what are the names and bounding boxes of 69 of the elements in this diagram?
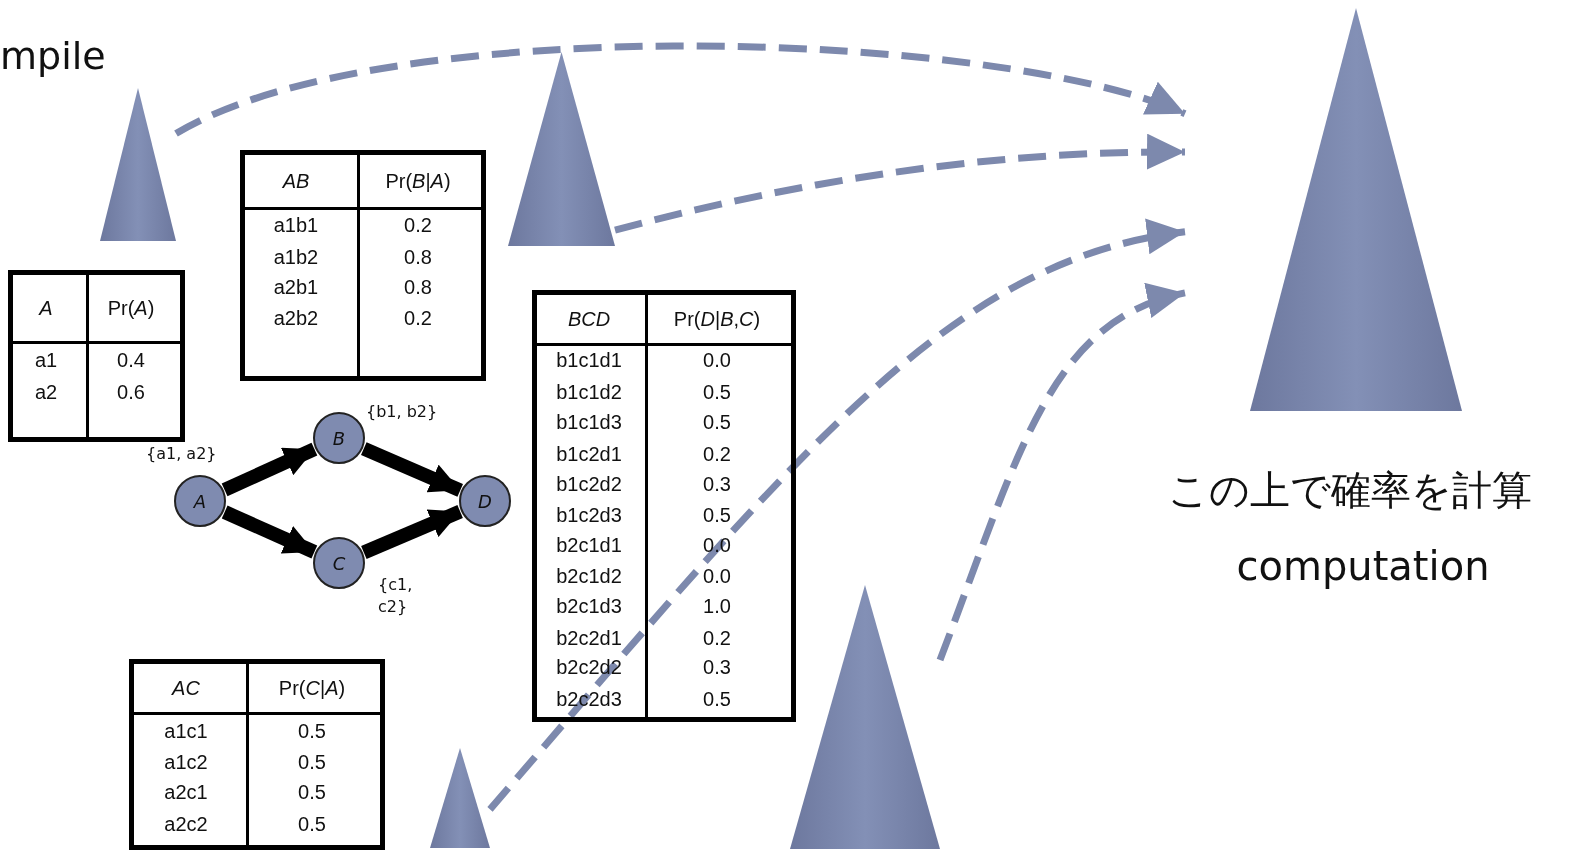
column-header: Pr(B|A) (384, 169, 452, 193)
column-header: Pr(D|B,C) (672, 307, 762, 331)
state-combination: a1b1 (272, 213, 320, 237)
state-combination: b1c2d3 (555, 503, 623, 527)
probability-value: 0.8 (403, 245, 433, 269)
state-combination: a1 (33, 348, 59, 372)
state-combination: a2b1 (272, 275, 320, 299)
probability-value: 0.5 (702, 503, 732, 527)
state-combination: a2c1 (163, 780, 209, 804)
column-header: Pr(C|A) (277, 676, 347, 700)
state-combination: b1c2d2 (555, 472, 623, 496)
node-label: computation (1235, 542, 1491, 591)
state-combination: b2c1d1 (555, 533, 623, 557)
slide-title: mpile (0, 34, 106, 78)
state-combination: b2c2d2 (555, 655, 623, 679)
probability-value: 0.0 (702, 564, 732, 588)
node-label: この上で確率を計算 (1167, 466, 1533, 515)
state-combination: b1c2d1 (555, 442, 623, 466)
variable-circle: D (459, 475, 511, 527)
dashed-arrow (936, 285, 1186, 662)
probability-value: 0.4 (116, 348, 146, 372)
state-combination: b2c2d3 (555, 687, 623, 711)
column-header: AC (170, 676, 201, 700)
state-set-label: {a1, a2} (146, 444, 218, 464)
state-combination: b2c2d1 (555, 626, 623, 650)
state-combination: a1c1 (163, 719, 209, 743)
state-combination: a1c2 (163, 750, 209, 774)
state-combination: b1c1d1 (555, 348, 623, 372)
arrow (221, 442, 318, 497)
probability-value: 0.5 (702, 410, 732, 434)
column-header: BCD (566, 307, 612, 331)
variable-circle: A (174, 475, 226, 527)
probability-value: 0.2 (702, 626, 732, 650)
state-set-label: {b1, b2} (366, 402, 438, 422)
probability-value: 0.5 (297, 780, 327, 804)
probability-value: 0.5 (702, 687, 732, 711)
dashed-arrow (487, 220, 1186, 812)
variable-circle: C (313, 537, 365, 589)
probability-value: 0.0 (702, 533, 732, 557)
variable-circle: B (313, 412, 365, 464)
probability-value: 1.0 (702, 594, 732, 618)
state-combination: a2 (33, 380, 59, 404)
probability-value: 0.2 (403, 306, 433, 330)
column-header: Pr(A) (106, 296, 156, 320)
probability-value: 0.5 (297, 750, 327, 774)
probability-value: 0.6 (116, 380, 146, 404)
probability-value: 0.2 (702, 442, 732, 466)
state-combination: a1b2 (272, 245, 320, 269)
arrow (221, 505, 318, 559)
state-combination: b1c1d2 (555, 380, 623, 404)
probability-value: 0.5 (702, 380, 732, 404)
dashed-arrow (174, 42, 1187, 137)
arrow (361, 505, 463, 559)
probability-value: 0.8 (403, 275, 433, 299)
state-combination: a2b2 (272, 306, 320, 330)
column-header: AB (281, 169, 311, 193)
probability-value: 0.3 (702, 655, 732, 679)
state-combination: b2c1d3 (555, 594, 623, 618)
probability-value: 0.3 (702, 472, 732, 496)
probability-value: 0.5 (297, 719, 327, 743)
column-header: A (37, 296, 54, 320)
state-combination: b2c1d2 (555, 564, 623, 588)
probability-value: 0.2 (403, 213, 433, 237)
probability-value: 0.0 (702, 348, 732, 372)
arrow (361, 442, 463, 497)
state-set-label: {c1, c2} (378, 574, 414, 618)
probability-value: 0.5 (297, 812, 327, 836)
state-combination: b1c1d3 (555, 410, 623, 434)
state-combination: a2c2 (163, 812, 209, 836)
